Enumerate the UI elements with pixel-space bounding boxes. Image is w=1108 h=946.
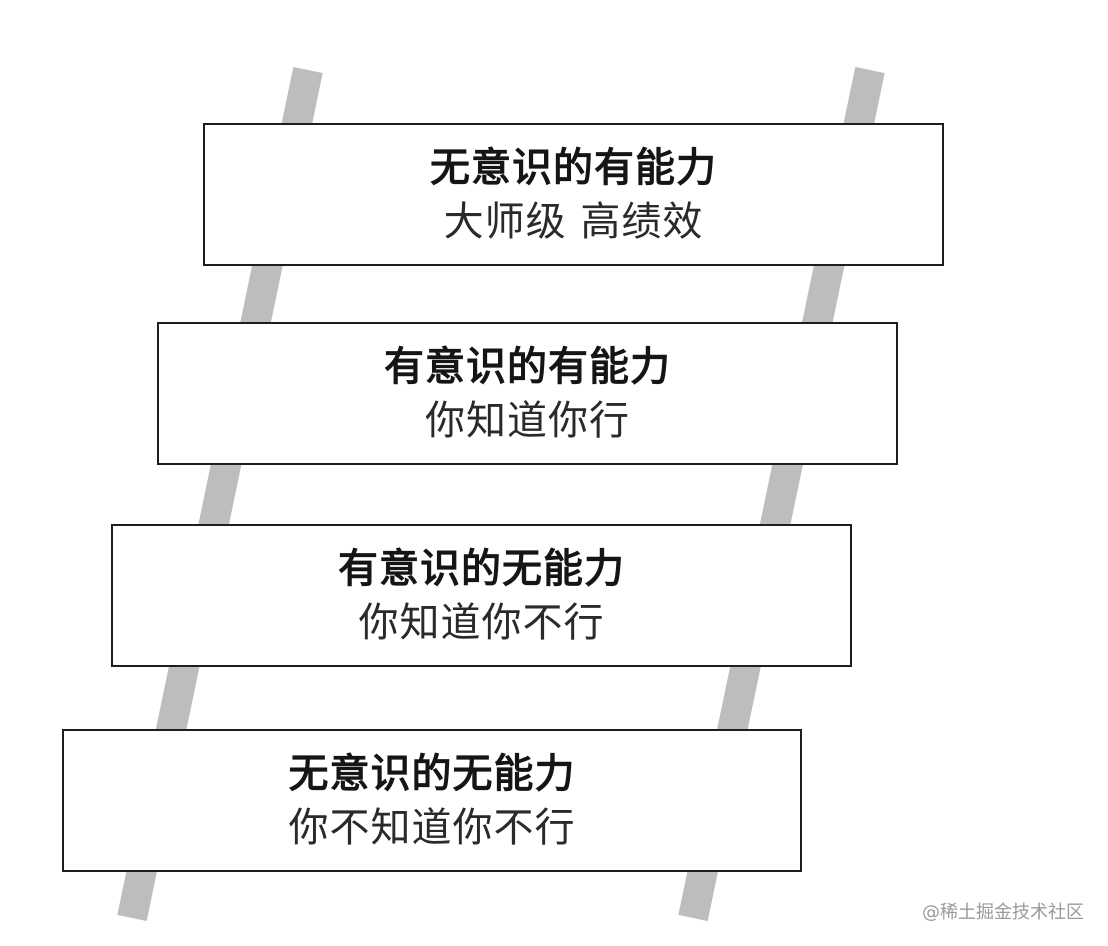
ladder-step-unconscious-incompetence: 无意识的无能力 你不知道你不行 <box>62 729 802 872</box>
step-description: 你不知道你不行 <box>288 804 576 851</box>
ladder-step-conscious-competence: 有意识的有能力 你知道你行 <box>157 322 898 465</box>
step-title: 有意识的有能力 <box>384 343 671 390</box>
ladder-step-conscious-incompetence: 有意识的无能力 你知道你不行 <box>111 524 852 667</box>
step-description: 你知道你行 <box>425 397 630 444</box>
step-description: 你知道你不行 <box>358 599 605 646</box>
step-description: 大师级 高绩效 <box>443 198 704 245</box>
step-title: 有意识的无能力 <box>338 545 625 592</box>
step-title: 无意识的有能力 <box>430 144 717 191</box>
watermark: @稀土掘金技术社区 <box>922 902 1084 923</box>
step-title: 无意识的无能力 <box>288 750 576 797</box>
ladder-step-unconscious-competence: 无意识的有能力 大师级 高绩效 <box>203 123 944 266</box>
